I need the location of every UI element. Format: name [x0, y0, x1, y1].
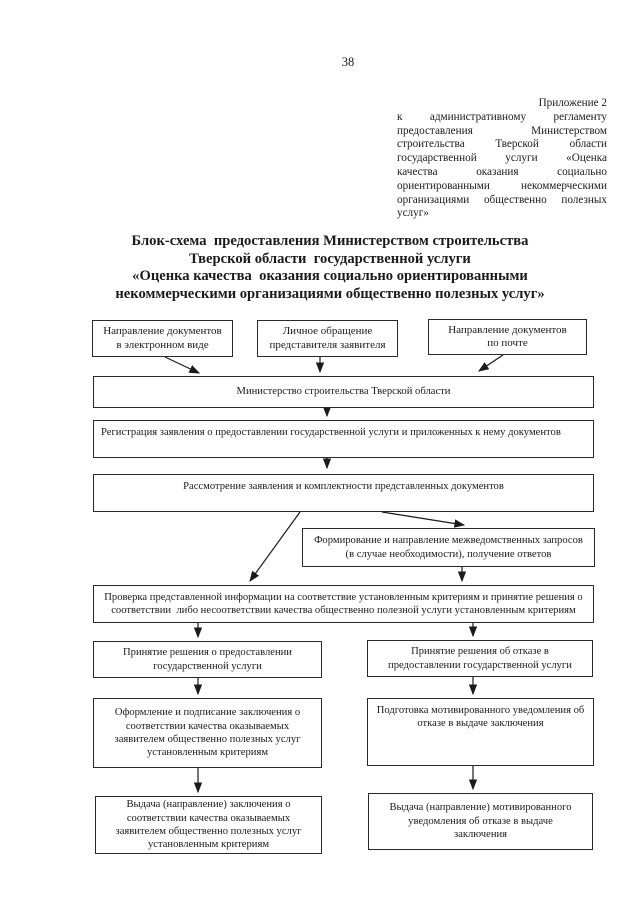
- appendix-line: Приложение 2: [538, 97, 607, 109]
- appendix-line: предоставления Министерством: [397, 124, 607, 137]
- arrow-electronic-to-ministry: [164, 356, 201, 374]
- flow-box-electronic-submission: Направление документов в электронном вид…: [92, 320, 233, 357]
- flow-box-ministry: Министерство строительства Тверской обла…: [93, 376, 594, 408]
- appendix-reference: Приложение 2 к административному регламе…: [397, 97, 607, 221]
- appendix-line: к административному регламенту: [397, 110, 607, 123]
- flow-box-information-check: Проверка представленной информации на со…: [93, 585, 594, 623]
- page-number: 38: [341, 55, 355, 69]
- flow-box-refusal-notice: Подготовка мотивированного уведомления о…: [367, 698, 594, 766]
- flow-box-issue-conclusion: Выдача (направление) заключения о соотве…: [95, 796, 322, 854]
- flow-box-mail-submission: Направление документов по почте: [428, 319, 587, 355]
- title-line: некоммерческими организациями общественн…: [115, 285, 545, 302]
- appendix-line: услуг»: [397, 207, 429, 220]
- flow-box-decision-refuse: Принятие решения об отказе в предоставле…: [367, 640, 593, 677]
- appendix-line: организациями общественно полезных: [397, 193, 607, 206]
- document-title: Блок-схема предоставления Министерством …: [50, 233, 610, 303]
- arrow-review-to-check: [249, 511, 301, 582]
- flow-box-registration: Регистрация заявления о предоставлении г…: [93, 420, 594, 458]
- flow-box-decision-grant: Принятие решения о предоставлении госуда…: [93, 641, 322, 678]
- appendix-line: ориентированными некоммерческими: [397, 179, 607, 192]
- appendix-line: качества оказания социально: [397, 165, 607, 178]
- appendix-line: строительства Тверской области: [397, 138, 607, 151]
- title-line: Блок-схема предоставления Министерством …: [131, 233, 529, 249]
- appendix-line: государственной услуги «Оценка: [397, 152, 607, 165]
- title-line: Тверской области государственной услуги: [189, 250, 471, 267]
- flow-box-conclusion-signing: Оформление и подписание заключения о соо…: [93, 698, 322, 768]
- flow-box-review: Рассмотрение заявления и комплектности п…: [93, 474, 594, 512]
- arrow-review-to-interagency: [381, 511, 466, 528]
- title-line: «Оценка качества оказания социально орие…: [132, 268, 528, 285]
- flow-box-interagency-requests: Формирование и направление межведомствен…: [302, 528, 595, 567]
- flow-box-personal-application: Личное обращение представителя заявителя: [257, 320, 398, 357]
- arrow-mail-to-ministry: [478, 354, 504, 372]
- flow-box-issue-refusal-notice: Выдача (направление) мотивированного уве…: [368, 793, 593, 850]
